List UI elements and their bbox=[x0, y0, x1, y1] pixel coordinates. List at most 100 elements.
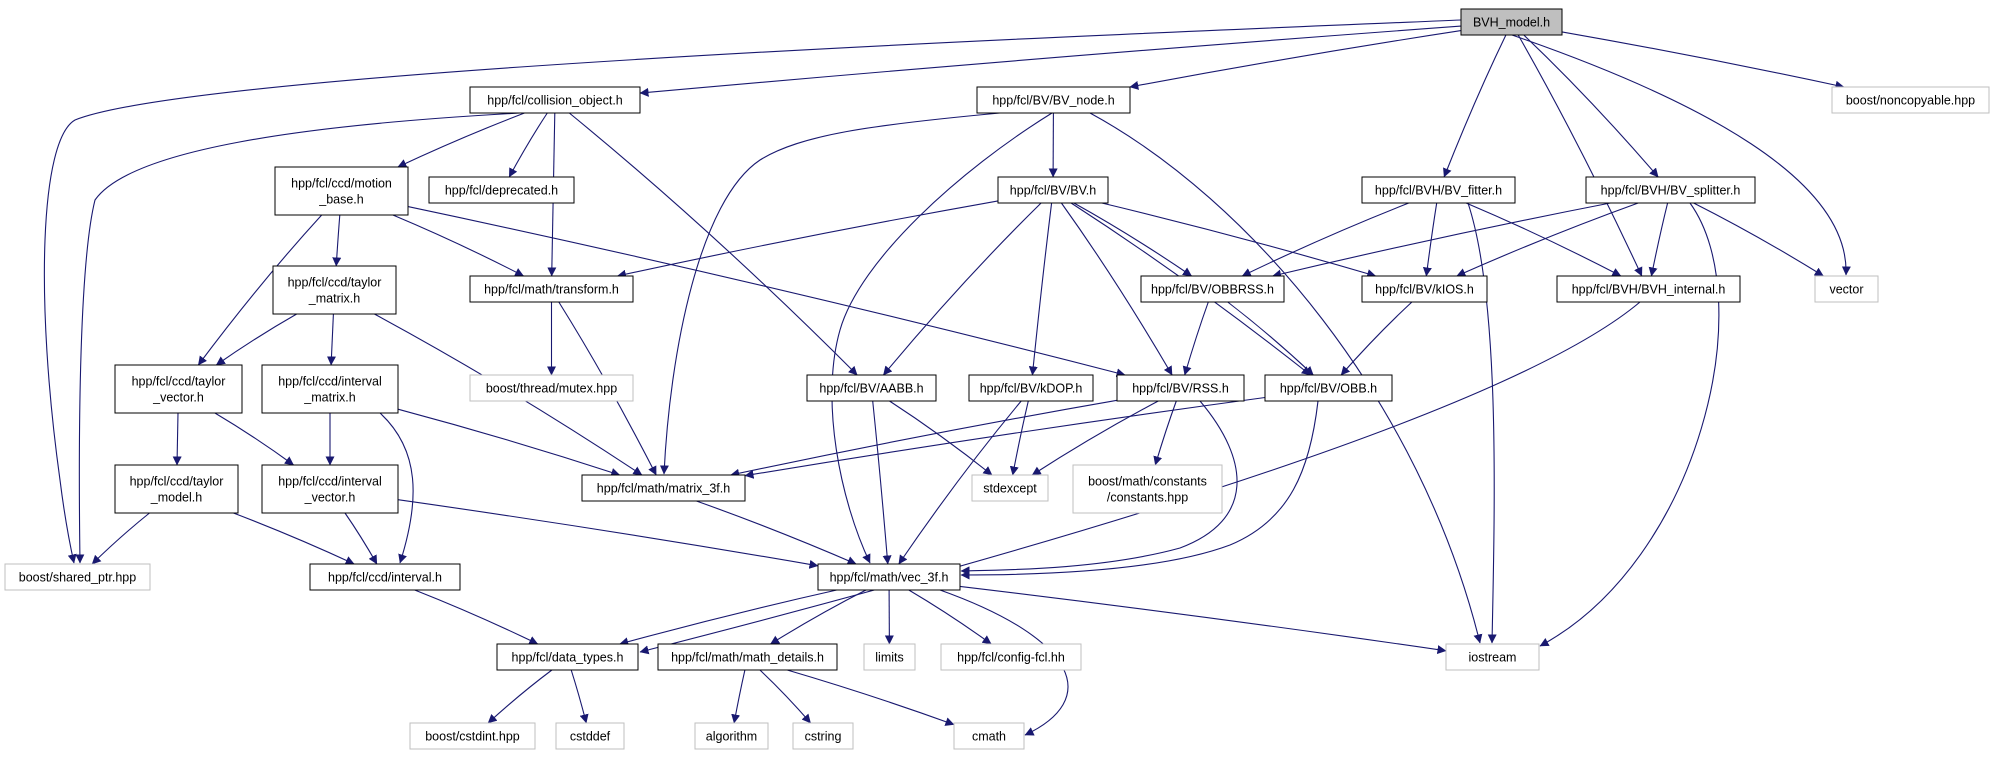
node-interval_matrix[interactable]: hpp/fcl/ccd/interval _matrix.h bbox=[261, 364, 399, 414]
node-box bbox=[1814, 275, 1879, 303]
edge-bv_bv-to-rss bbox=[1060, 202, 1173, 376]
node-box bbox=[469, 86, 641, 114]
edge-taylor_model-to-shared_ptr bbox=[91, 512, 150, 565]
edge-bv_node-to-iostream bbox=[1089, 112, 1483, 644]
node-matrix_3f[interactable]: hpp/fcl/math/matrix_3f.h bbox=[581, 474, 746, 502]
edge-bv_bv-to-obbrss bbox=[1073, 202, 1192, 277]
node-taylor_model[interactable]: hpp/fcl/ccd/taylor_model.h bbox=[114, 464, 239, 514]
node-label: hpp/fcl/ccd/interval.h bbox=[328, 571, 442, 585]
node-label: algorithm bbox=[706, 730, 757, 744]
node-box bbox=[694, 722, 769, 750]
node-obb[interactable]: hpp/fcl/BV/OBB.h bbox=[1264, 374, 1393, 402]
edge-vec_3f-to-config_fcl bbox=[908, 589, 992, 645]
node-obbrss[interactable]: hpp/fcl/BV/OBBRSS.h bbox=[1140, 275, 1285, 303]
node-label: hpp/fcl/deprecated.h bbox=[445, 184, 558, 198]
node-label: vector bbox=[1829, 283, 1863, 297]
node-bv_fitter[interactable]: hpp/fcl/BVH/BV_fitter.h bbox=[1361, 176, 1516, 204]
node-label: hpp/fcl/ccd/taylor bbox=[132, 375, 226, 389]
node-math_details[interactable]: hpp/fcl/math/math_details.h bbox=[657, 643, 838, 671]
node-label: hpp/fcl/BV/OBB.h bbox=[1280, 382, 1377, 396]
node-label: hpp/fcl/BV/BV.h bbox=[1010, 184, 1096, 198]
edge-bv_fitter-to-iostream bbox=[1467, 202, 1497, 644]
edge-taylor_matrix-to-interval_matrix bbox=[326, 313, 336, 366]
node-label: hpp/fcl/BV/BV_node.h bbox=[992, 94, 1114, 108]
node-cstddef: cstddef bbox=[555, 722, 625, 750]
node-label: iostream bbox=[1469, 651, 1517, 665]
edge-ccd_motion_base-to-rss bbox=[407, 206, 1126, 378]
node-label: hpp/fcl/ccd/interval bbox=[278, 375, 382, 389]
edge-aabb-to-stdexcept bbox=[889, 400, 993, 476]
node-box bbox=[114, 464, 239, 514]
node-config_fcl: hpp/fcl/config-fcl.hh bbox=[940, 643, 1082, 671]
edge-interval_vector-to-ccd_interval bbox=[344, 512, 378, 565]
node-label: BVH_model.h bbox=[1473, 16, 1550, 30]
edge-ccd_motion_base-to-taylor_matrix bbox=[332, 214, 342, 267]
node-label: hpp/fcl/data_types.h bbox=[512, 651, 624, 665]
node-kios[interactable]: hpp/fcl/BV/kIOS.h bbox=[1361, 275, 1488, 303]
node-taylor_matrix[interactable]: hpp/fcl/ccd/taylor_matrix.h bbox=[272, 265, 397, 315]
edge-bvh_model-to-shared_ptr bbox=[43, 19, 1462, 564]
node-rss[interactable]: hpp/fcl/BV/RSS.h bbox=[1116, 374, 1245, 402]
node-deprecated[interactable]: hpp/fcl/deprecated.h bbox=[428, 176, 575, 204]
node-box bbox=[1072, 464, 1223, 514]
node-ccd_interval[interactable]: hpp/fcl/ccd/interval.h bbox=[309, 563, 461, 591]
node-label: _matrix.h bbox=[303, 391, 355, 405]
node-data_types[interactable]: hpp/fcl/data_types.h bbox=[496, 643, 639, 671]
node-aabb[interactable]: hpp/fcl/BV/AABB.h bbox=[806, 374, 937, 402]
node-label: hpp/fcl/math/transform.h bbox=[484, 283, 619, 297]
node-label: hpp/fcl/ccd/taylor bbox=[288, 276, 382, 290]
edge-collision_object-to-shared_ptr bbox=[75, 112, 521, 564]
edges-layer bbox=[43, 19, 1851, 736]
node-label: hpp/fcl/config-fcl.hh bbox=[957, 651, 1065, 665]
node-algorithm: algorithm bbox=[694, 722, 769, 750]
node-shared_ptr: boost/shared_ptr.hpp bbox=[4, 563, 151, 591]
node-label: hpp/fcl/BV/kDOP.h bbox=[980, 382, 1083, 396]
edge-vec_3f-to-iostream bbox=[959, 585, 1447, 655]
node-kdop[interactable]: hpp/fcl/BV/kDOP.h bbox=[968, 374, 1094, 402]
node-box bbox=[469, 374, 634, 402]
node-bv_splitter[interactable]: hpp/fcl/BVH/BV_splitter.h bbox=[1585, 176, 1756, 204]
edge-bvh_model-to-vector bbox=[1511, 34, 1851, 276]
node-math_transform[interactable]: hpp/fcl/math/transform.h bbox=[469, 275, 634, 303]
edge-data_types-to-cstdint bbox=[487, 669, 553, 724]
edge-taylor_vector-to-interval_vector bbox=[214, 412, 294, 466]
node-bv_node[interactable]: hpp/fcl/BV/BV_node.h bbox=[976, 86, 1131, 114]
node-label: _vector.h bbox=[152, 391, 204, 405]
node-label: hpp/fcl/BV/kIOS.h bbox=[1375, 283, 1474, 297]
node-label: stdexcept bbox=[983, 482, 1037, 496]
edge-bv_splitter-to-kios bbox=[1456, 202, 1639, 277]
node-interval_vector[interactable]: hpp/fcl/ccd/interval_vector.h bbox=[261, 464, 399, 514]
node-box bbox=[1831, 86, 1990, 114]
node-label: hpp/fcl/collision_object.h bbox=[487, 94, 623, 108]
edge-bv_node-to-vec_3f bbox=[831, 112, 1053, 564]
node-box bbox=[1361, 176, 1516, 204]
edge-obbrss-to-obb bbox=[1227, 301, 1314, 376]
edge-bv_splitter-to-vector bbox=[1693, 202, 1824, 277]
node-label: boost/shared_ptr.hpp bbox=[19, 571, 136, 585]
edge-bv_bv-to-math_transform bbox=[616, 200, 999, 279]
edge-bvh_model-to-bv_node bbox=[1129, 30, 1462, 90]
node-bvh_internal[interactable]: hpp/fcl/BVH/BVH_internal.h bbox=[1556, 275, 1741, 303]
edge-collision_object-to-aabb bbox=[568, 112, 858, 376]
node-box bbox=[261, 364, 399, 414]
edge-bv_splitter-to-obbrss bbox=[1272, 202, 1611, 279]
node-box bbox=[555, 722, 625, 750]
edge-bv_splitter-to-iostream bbox=[1539, 202, 1720, 647]
node-label: hpp/fcl/BV/AABB.h bbox=[819, 382, 923, 396]
edge-bv_fitter-to-obbrss bbox=[1241, 202, 1410, 277]
node-label: hpp/fcl/math/matrix_3f.h bbox=[597, 482, 730, 496]
node-iostream: iostream bbox=[1445, 643, 1540, 671]
node-box bbox=[1361, 275, 1488, 303]
edge-obb-to-matrix_3f bbox=[744, 396, 1266, 479]
node-collision_object[interactable]: hpp/fcl/collision_object.h bbox=[469, 86, 641, 114]
node-vec_3f[interactable]: hpp/fcl/math/vec_3f.h bbox=[817, 563, 961, 591]
node-ccd_motion_base[interactable]: hpp/fcl/ccd/motion_base.h bbox=[274, 166, 409, 216]
edge-ccd_motion_base-to-taylor_vector bbox=[197, 214, 323, 366]
node-box bbox=[409, 722, 536, 750]
node-bvh_model[interactable]: BVH_model.h bbox=[1460, 8, 1563, 36]
edge-math_details-to-cstring bbox=[759, 669, 812, 724]
node-taylor_vector[interactable]: hpp/fcl/ccd/taylor _vector.h bbox=[114, 364, 243, 414]
node-bv_bv[interactable]: hpp/fcl/BV/BV.h bbox=[997, 176, 1109, 204]
edge-bvh_model-to-bv_splitter bbox=[1523, 34, 1659, 178]
